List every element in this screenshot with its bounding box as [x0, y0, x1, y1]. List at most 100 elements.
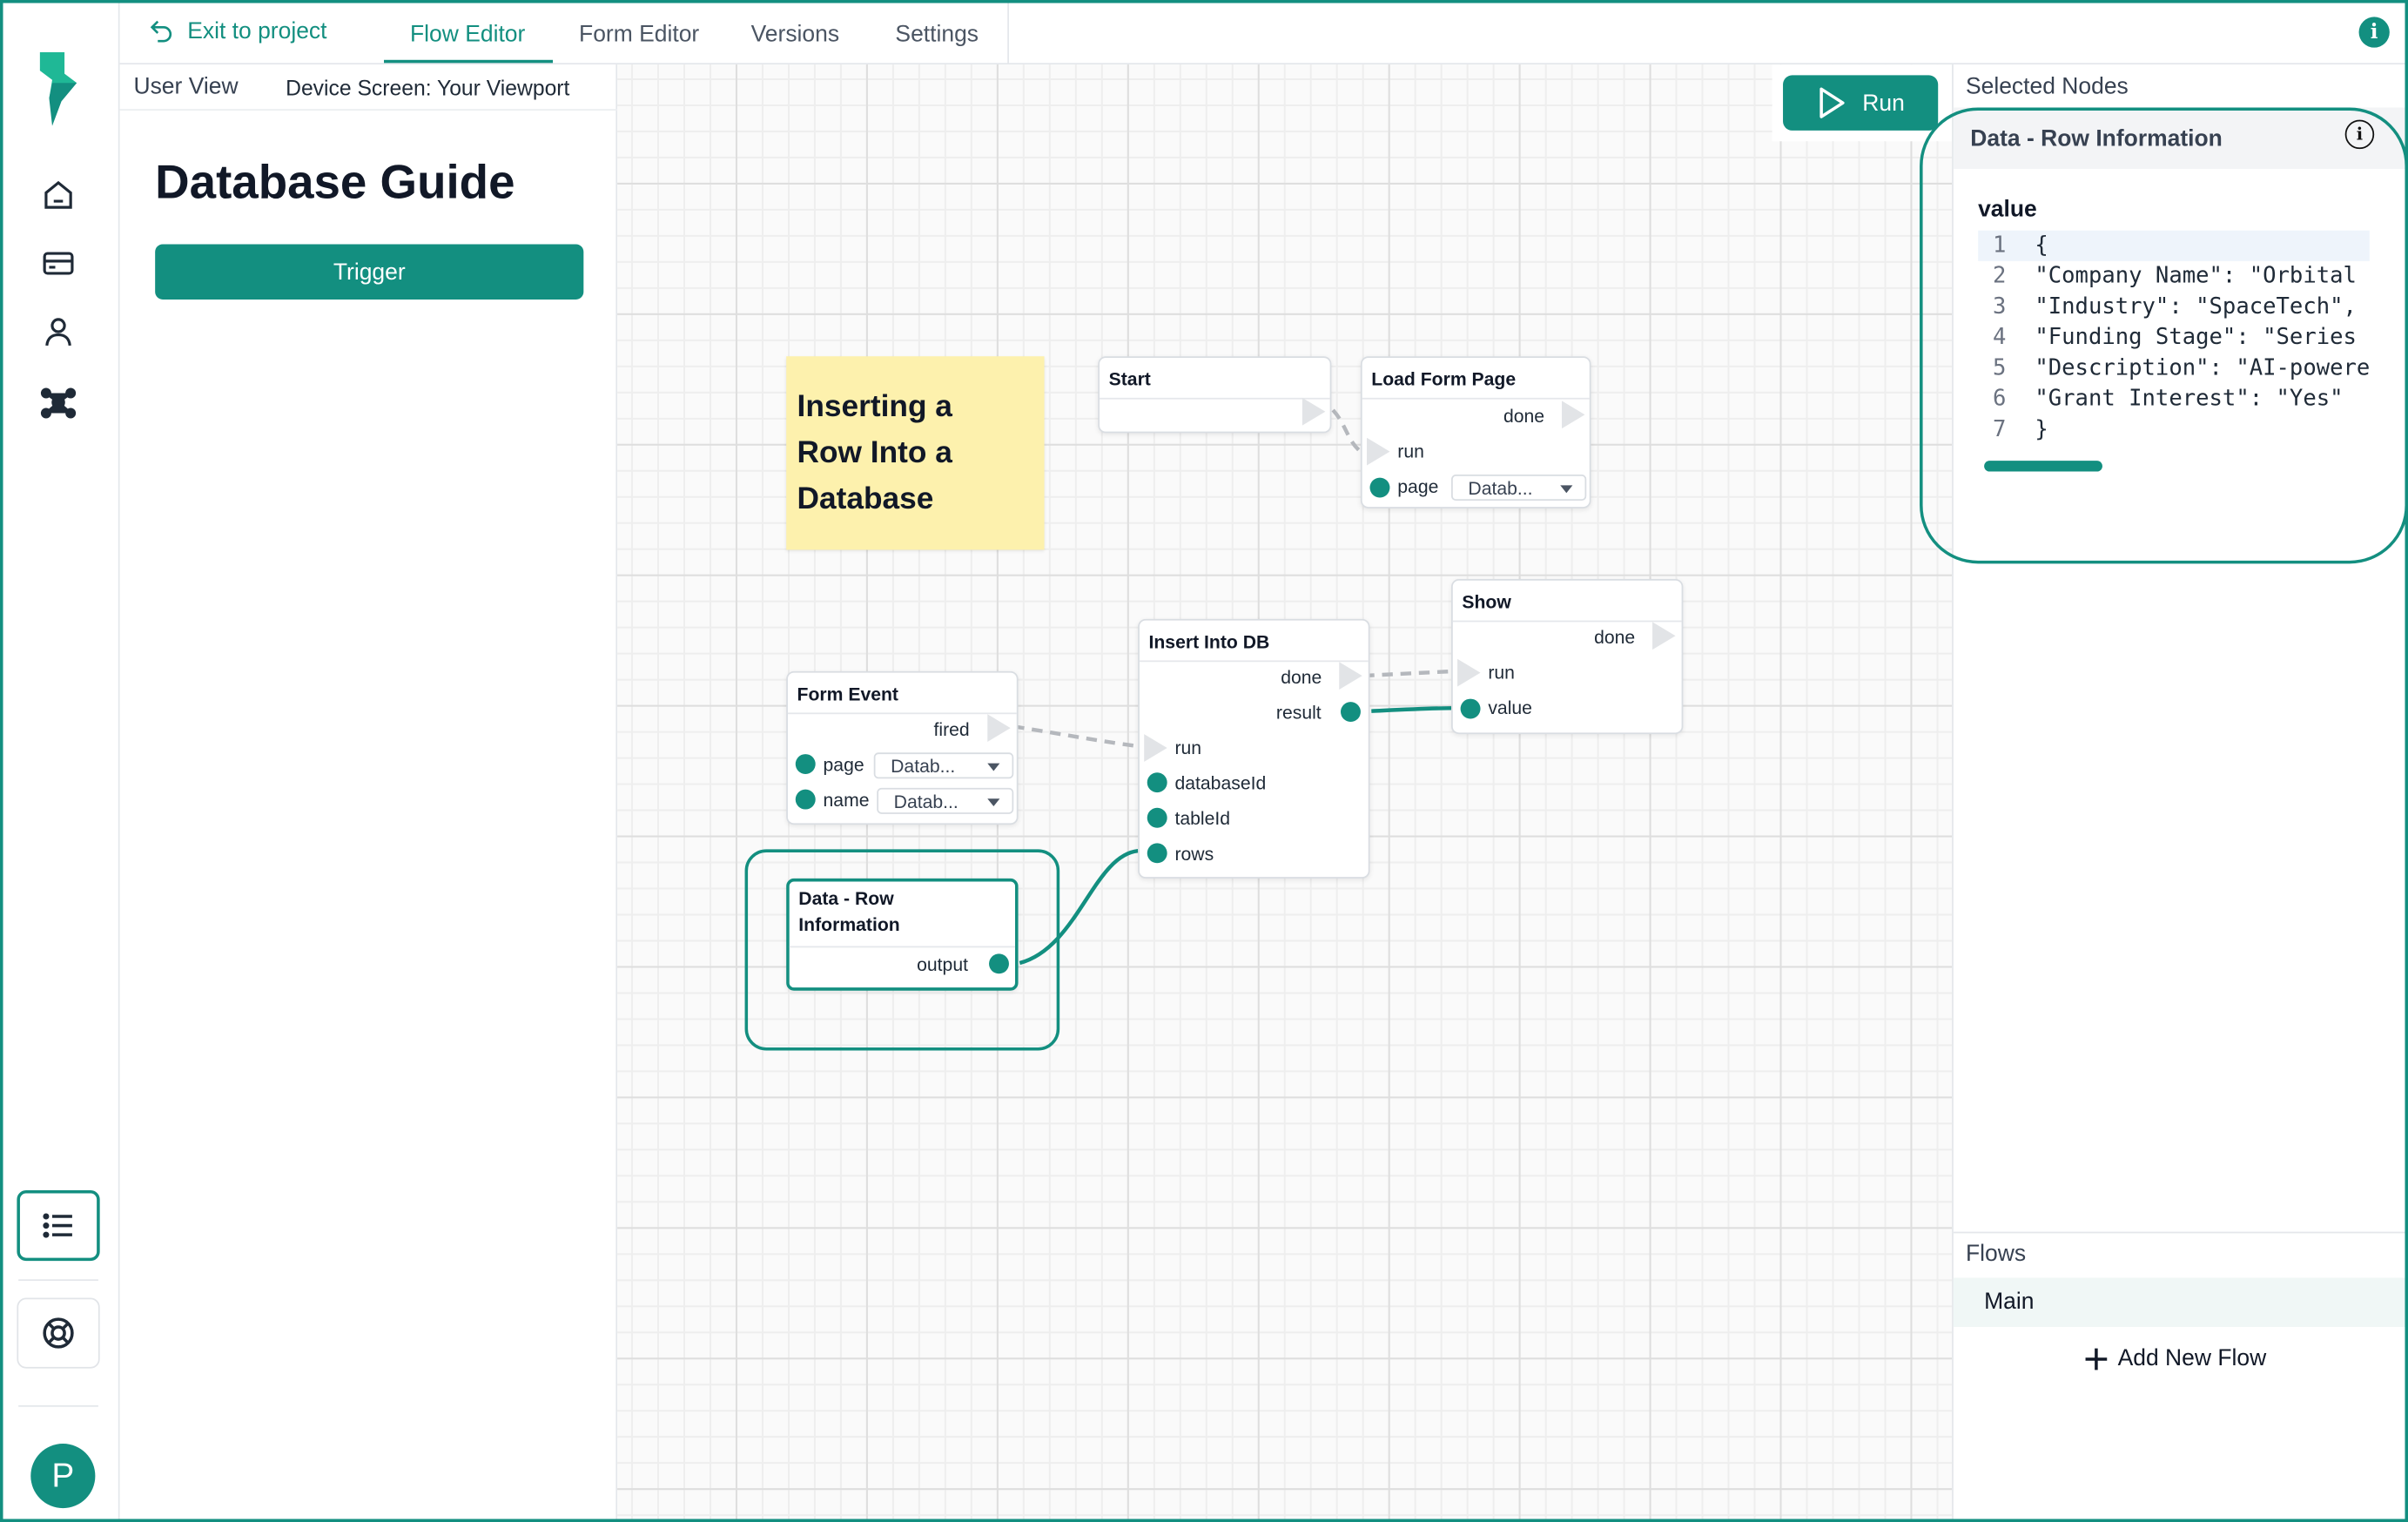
sticky-line: Database [797, 482, 934, 516]
info-icon[interactable]: i [2358, 17, 2390, 48]
sticky-line: Inserting a [797, 390, 952, 424]
port-label-result: result [1275, 702, 1322, 724]
chevron-down-icon [1560, 485, 1573, 494]
page-title: Database Guide [155, 155, 515, 209]
flows-title: Flows [1965, 1241, 2027, 1268]
node-divider [1100, 397, 1330, 400]
chevron-down-icon [987, 763, 1000, 771]
trigger-button[interactable]: Trigger [155, 244, 584, 300]
flow-item-main[interactable]: Main [1953, 1277, 2405, 1327]
code-text: { [2035, 233, 2048, 259]
node-data-row-information[interactable]: Data - Row Information output [786, 878, 1019, 991]
node-title-line: Data - Row [798, 887, 894, 910]
lifebuoy-icon[interactable] [17, 1297, 100, 1369]
line-number: 2 [1993, 264, 2007, 289]
data-input-port[interactable] [1369, 477, 1390, 498]
data-input-port[interactable] [1147, 807, 1167, 828]
tab-versions[interactable]: Versions [750, 21, 840, 48]
code-text: } [2035, 417, 2048, 442]
tab-settings[interactable]: Settings [895, 21, 979, 48]
user-view-label: User View [133, 73, 239, 100]
data-output-port[interactable] [1340, 702, 1361, 723]
port-label-value: value [1488, 697, 1532, 719]
line-number: 3 [1993, 294, 2007, 320]
node-divider [1139, 660, 1369, 663]
plus-icon [2085, 1347, 2108, 1370]
device-screen-selector[interactable]: Device Screen: Your Viewport [286, 75, 570, 100]
selected-nodes-title: Selected Nodes [1965, 73, 2129, 100]
name-select-value: Datab... [893, 791, 958, 813]
selected-node-header: Data - Row Information i [1953, 107, 2405, 170]
code-line: 4"Funding Stage": "Series [1978, 322, 2370, 353]
card-icon[interactable] [30, 235, 86, 290]
data-output-port[interactable] [795, 754, 816, 774]
node-show[interactable]: Show done run value [1451, 578, 1684, 735]
wire-start-to-load [1331, 408, 1364, 455]
node-title: Start [1108, 368, 1151, 391]
node-title: Insert Into DB [1148, 630, 1270, 653]
selection-highlight [1920, 107, 2405, 564]
add-new-flow-button[interactable]: Add New Flow [2084, 1345, 2266, 1371]
port-label-name: name [823, 789, 870, 812]
tab-flow-editor[interactable]: Flow Editor [409, 21, 526, 48]
sticky-note[interactable]: Inserting a Row Into a Database [786, 356, 1045, 550]
data-input-port[interactable] [1147, 843, 1167, 864]
tab-divider [1007, 3, 1009, 65]
wire-result-to-value [1371, 705, 1459, 713]
horizontal-scrollbar[interactable] [1984, 461, 2102, 472]
selected-node-title: Data - Row Information [1970, 125, 2223, 152]
line-number: 5 [1993, 356, 2007, 381]
page-select[interactable]: Datab... [1451, 475, 1587, 502]
flow-output-port[interactable] [1339, 662, 1362, 690]
exit-to-project-link[interactable]: Exit to project [147, 17, 327, 44]
json-code-editor[interactable]: 1 { 2"Company Name": "Orbital 3 "Industry"… [1978, 230, 2370, 448]
port-label-run: run [1397, 441, 1424, 462]
sticky-line: Row Into a [797, 435, 952, 470]
flow-input-port[interactable] [1366, 437, 1390, 466]
port-label-tableid: tableId [1174, 807, 1231, 830]
port-label-output: output [917, 953, 969, 976]
add-new-flow-label: Add New Flow [2117, 1345, 2267, 1372]
network-icon[interactable] [30, 374, 86, 429]
list-icon[interactable] [17, 1190, 100, 1262]
flow-output-port[interactable] [987, 714, 1011, 742]
data-output-port[interactable] [989, 953, 1009, 974]
node-form-event[interactable]: Form Event fired page Datab... name Data… [786, 670, 1019, 825]
flow-output-port[interactable] [1302, 397, 1326, 426]
flow-input-port[interactable] [1144, 734, 1167, 762]
line-number: 1 [1993, 233, 2007, 259]
node-load-form-page[interactable]: Load Form Page done run page Datab... [1360, 356, 1591, 508]
flow-output-port[interactable] [1562, 401, 1585, 429]
code-text: "Industry": "SpaceTech", [2035, 294, 2357, 320]
run-button[interactable]: Run [1783, 75, 1939, 131]
node-insert-into-db[interactable]: Insert Into DB done result run databaseI… [1138, 618, 1370, 879]
port-label-rows: rows [1174, 843, 1214, 865]
home-icon[interactable] [30, 167, 86, 222]
node-title-line: Information [798, 913, 900, 936]
data-input-port[interactable] [1147, 772, 1167, 793]
data-input-port[interactable] [1460, 698, 1481, 719]
code-line: 5"Description": "AI-powere [1978, 354, 2370, 384]
app-logo [39, 51, 77, 126]
name-select[interactable]: Datab... [877, 787, 1014, 814]
data-output-port[interactable] [795, 789, 816, 810]
user-icon[interactable] [30, 304, 86, 359]
code-line: 7} [1978, 414, 2370, 445]
rail-divider [18, 1279, 98, 1282]
node-start[interactable]: Start [1098, 356, 1332, 434]
tab-form-editor[interactable]: Form Editor [579, 21, 700, 48]
rail-divider [18, 1404, 98, 1407]
chevron-down-icon [987, 798, 1000, 807]
code-line: 2"Company Name": "Orbital [1978, 261, 2370, 292]
avatar[interactable]: P [30, 1444, 96, 1509]
flow-input-port[interactable] [1457, 658, 1481, 687]
port-label-fired: fired [933, 718, 970, 741]
flow-output-port[interactable] [1652, 622, 1676, 650]
flows-divider [1953, 1231, 2405, 1234]
flow-canvas[interactable]: Run Inserting a Row Into a Database Star… [617, 64, 1953, 1519]
page-select[interactable]: Datab... [873, 752, 1014, 779]
user-view-header: User View Device Screen: Your Viewport [119, 64, 618, 111]
code-line: 3 "Industry": "SpaceTech", [1978, 292, 2370, 322]
line-number: 6 [1993, 387, 2007, 412]
